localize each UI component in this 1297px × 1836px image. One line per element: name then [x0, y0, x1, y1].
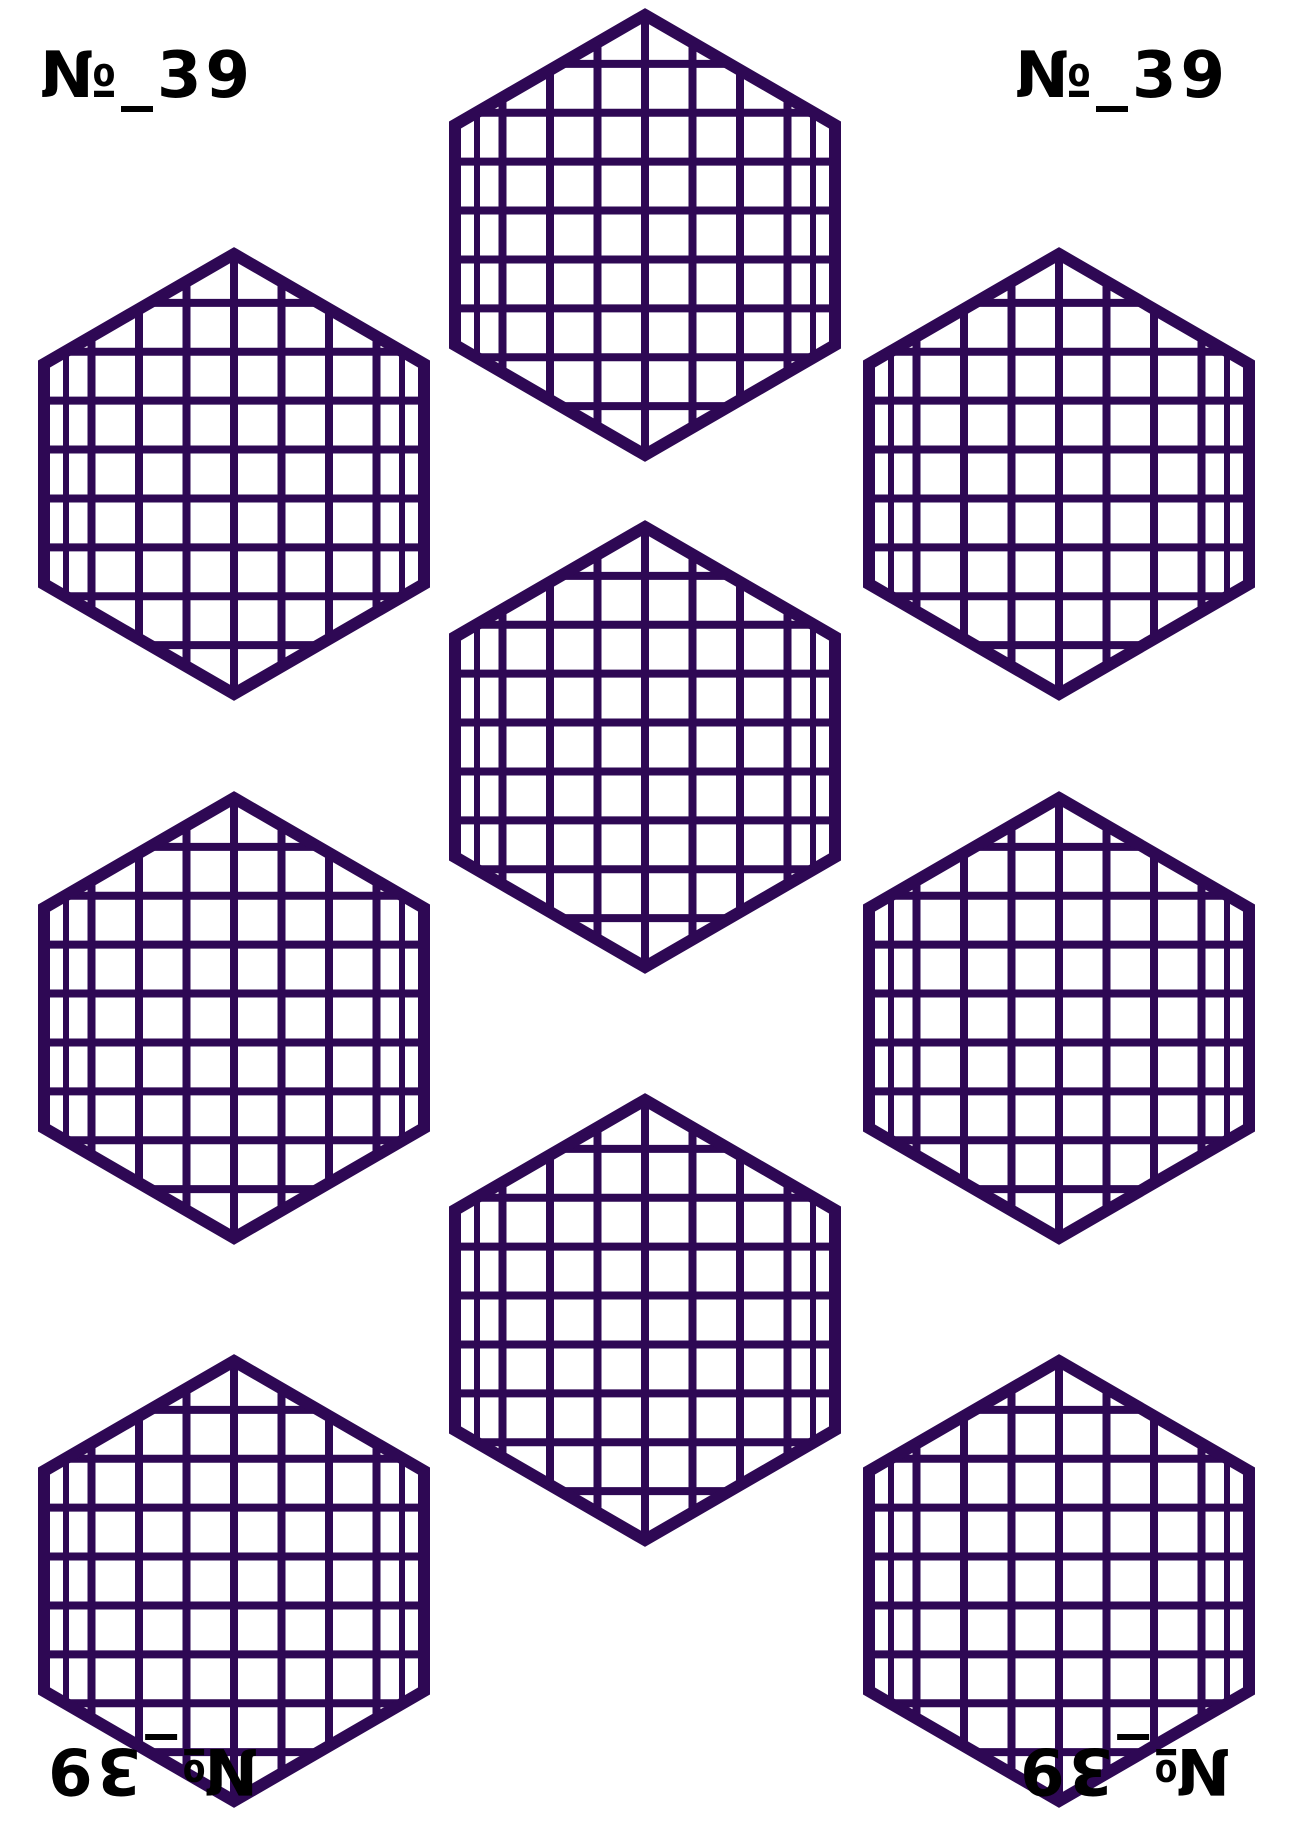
hexagon-tile [38, 247, 430, 701]
hexagon-outline [449, 8, 841, 462]
hexagon-grid-lines [869, 798, 1249, 1238]
label-bottom-left: №_39 [44, 1733, 259, 1807]
label-top-right: №_39 [1015, 39, 1230, 113]
hexagon-tile [863, 247, 1255, 701]
hexagon-outline [863, 247, 1255, 701]
hexagon-grid-lines [869, 254, 1249, 694]
hexagon-grid-lines [455, 15, 835, 455]
hexagon-tile [863, 791, 1255, 1245]
hexagon-grid-lines [44, 254, 424, 694]
hexagon-outline [38, 247, 430, 701]
hexagon-tile [449, 520, 841, 974]
hexagon-outline [38, 1354, 430, 1808]
hexagon-tile [38, 791, 430, 1245]
hexagon-tile [449, 8, 841, 462]
hexagon-grid-lines [455, 527, 835, 967]
hexagon-grid-lines [455, 1100, 835, 1540]
hexagon-outline [863, 1354, 1255, 1808]
hexagon-outline [38, 791, 430, 1245]
label-bottom-right: №_39 [1016, 1733, 1231, 1807]
hexagon-tile [449, 1093, 841, 1547]
hexagon-grid-lines [44, 798, 424, 1238]
hexagon-outline [449, 1093, 841, 1547]
label-top-left: №_39 [40, 39, 255, 113]
hexagon-outline [449, 520, 841, 974]
hexagon-tile [863, 1354, 1255, 1808]
hexagon-outline [863, 791, 1255, 1245]
hexagon-group [38, 8, 1255, 1808]
